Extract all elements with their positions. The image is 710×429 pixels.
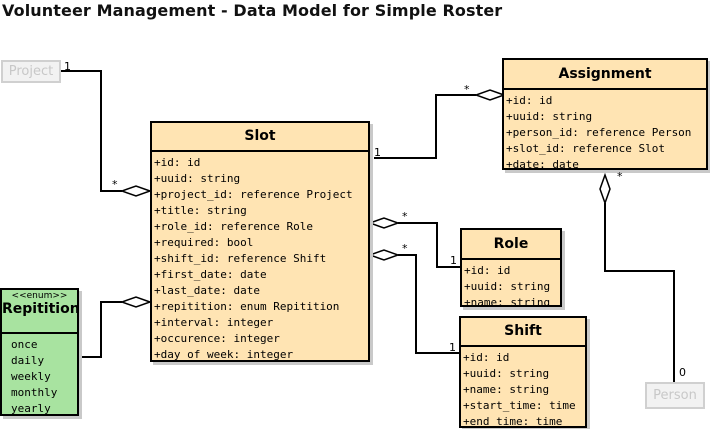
shift-class-name: Shift [461, 318, 585, 347]
multiplicity-shift-one: 1 [449, 341, 456, 354]
enum-value: yearly [11, 402, 51, 415]
repitition-enum-header: <<enum>> Repitition [2, 290, 77, 334]
slot-role-diamond [367, 217, 401, 229]
slot-assignment-diamond [473, 89, 507, 101]
assignment-person-diamond [599, 172, 611, 206]
slot-attribute: +repitition: enum Repitition [154, 300, 340, 313]
slot-attribute: +required: bool [154, 236, 254, 249]
slot-attributes: +id: id +uuid: string +project_id: refer… [152, 152, 368, 361]
multiplicity-assignment-many: * [464, 83, 470, 96]
slot-attribute: +project_id: reference Project [154, 188, 353, 201]
slot-attribute: +shift_id: reference Shift [154, 252, 327, 265]
enum-value: monthly [11, 386, 58, 399]
repitition-enum: <<enum>> Repitition once daily weekly mo… [0, 288, 79, 416]
assignment-attribute: +id: id [506, 94, 553, 107]
role-attributes: +id: id +uuid: string +name: string [462, 260, 560, 307]
multiplicity-assignment-person-many: * [617, 170, 623, 183]
role-class: Role +id: id +uuid: string +name: string [460, 228, 562, 307]
multiplicity-project-one: 1 [64, 60, 71, 73]
slot-assignment-line [374, 94, 476, 159]
enum-value: daily [11, 354, 45, 367]
multiplicity-person-zero: 0 [679, 366, 686, 379]
repitition-slot-line [79, 301, 122, 358]
assignment-attribute: +uuid: string [506, 110, 593, 123]
repitition-enum-name: Repitition [2, 301, 79, 317]
shift-attribute: +start_time: time [463, 399, 576, 412]
multiplicity-slot-project-many: * [112, 178, 118, 191]
role-attribute: +name: string [464, 296, 551, 307]
slot-attribute: +interval: integer [154, 316, 274, 329]
repitition-values: once daily weekly monthly yearly [2, 334, 77, 415]
multiplicity-slot-assignment-one: 1 [374, 146, 381, 159]
shift-attribute: +id: id [463, 351, 510, 364]
slot-attribute: +day_of_week: integer [154, 348, 294, 361]
assignment-person-line [604, 203, 675, 382]
slot-attribute: +id: id [154, 156, 201, 169]
project-slot-line [61, 70, 122, 192]
project-slot-diamond [119, 185, 153, 197]
multiplicity-role-one: 1 [450, 254, 457, 267]
assignment-attribute: +person_id: reference Person [506, 126, 692, 139]
repitition-slot-diamond [119, 296, 153, 308]
assignment-class: Assignment +id: id +uuid: string +person… [502, 58, 708, 170]
assignment-class-name: Assignment [504, 60, 706, 90]
role-class-name: Role [462, 230, 560, 260]
assignment-attribute: +slot_id: reference Slot [506, 142, 665, 155]
diagram-title: Volunteer Management - Data Model for Si… [2, 1, 503, 20]
role-attribute: +uuid: string [464, 280, 551, 293]
slot-role-line [398, 222, 461, 268]
slot-attribute: +title: string [154, 204, 247, 217]
enum-value: weekly [11, 370, 51, 383]
assignment-attribute: +date: date [506, 158, 579, 170]
shift-attribute: +end_time: time [463, 415, 563, 428]
slot-attribute: +uuid: string [154, 172, 241, 185]
shift-attribute: +name: string [463, 383, 550, 396]
shift-attributes: +id: id +uuid: string +name: string +sta… [461, 347, 585, 428]
enum-stereotype: <<enum>> [11, 291, 68, 301]
slot-attribute: +last_date: date [154, 284, 260, 297]
slot-attribute: +first_date: date [154, 268, 267, 281]
multiplicity-shift-many: * [402, 242, 408, 255]
slot-shift-line [398, 254, 459, 354]
project-reference-box: Project [1, 60, 61, 83]
person-reference-label: Person [653, 388, 697, 403]
assignment-attributes: +id: id +uuid: string +person_id: refere… [504, 90, 706, 170]
shift-attribute: +uuid: string [463, 367, 550, 380]
enum-value: once [11, 338, 38, 351]
slot-attribute: +occurence: integer [154, 332, 280, 345]
multiplicity-role-many: * [402, 210, 408, 223]
slot-shift-diamond [367, 249, 401, 261]
project-reference-label: Project [8, 64, 54, 79]
slot-attribute: +role_id: reference Role [154, 220, 313, 233]
slot-class-name: Slot [152, 123, 368, 152]
slot-class: Slot +id: id +uuid: string +project_id: … [150, 121, 370, 362]
person-reference-box: Person [645, 382, 705, 409]
role-attribute: +id: id [464, 264, 511, 277]
shift-class: Shift +id: id +uuid: string +name: strin… [459, 316, 587, 428]
